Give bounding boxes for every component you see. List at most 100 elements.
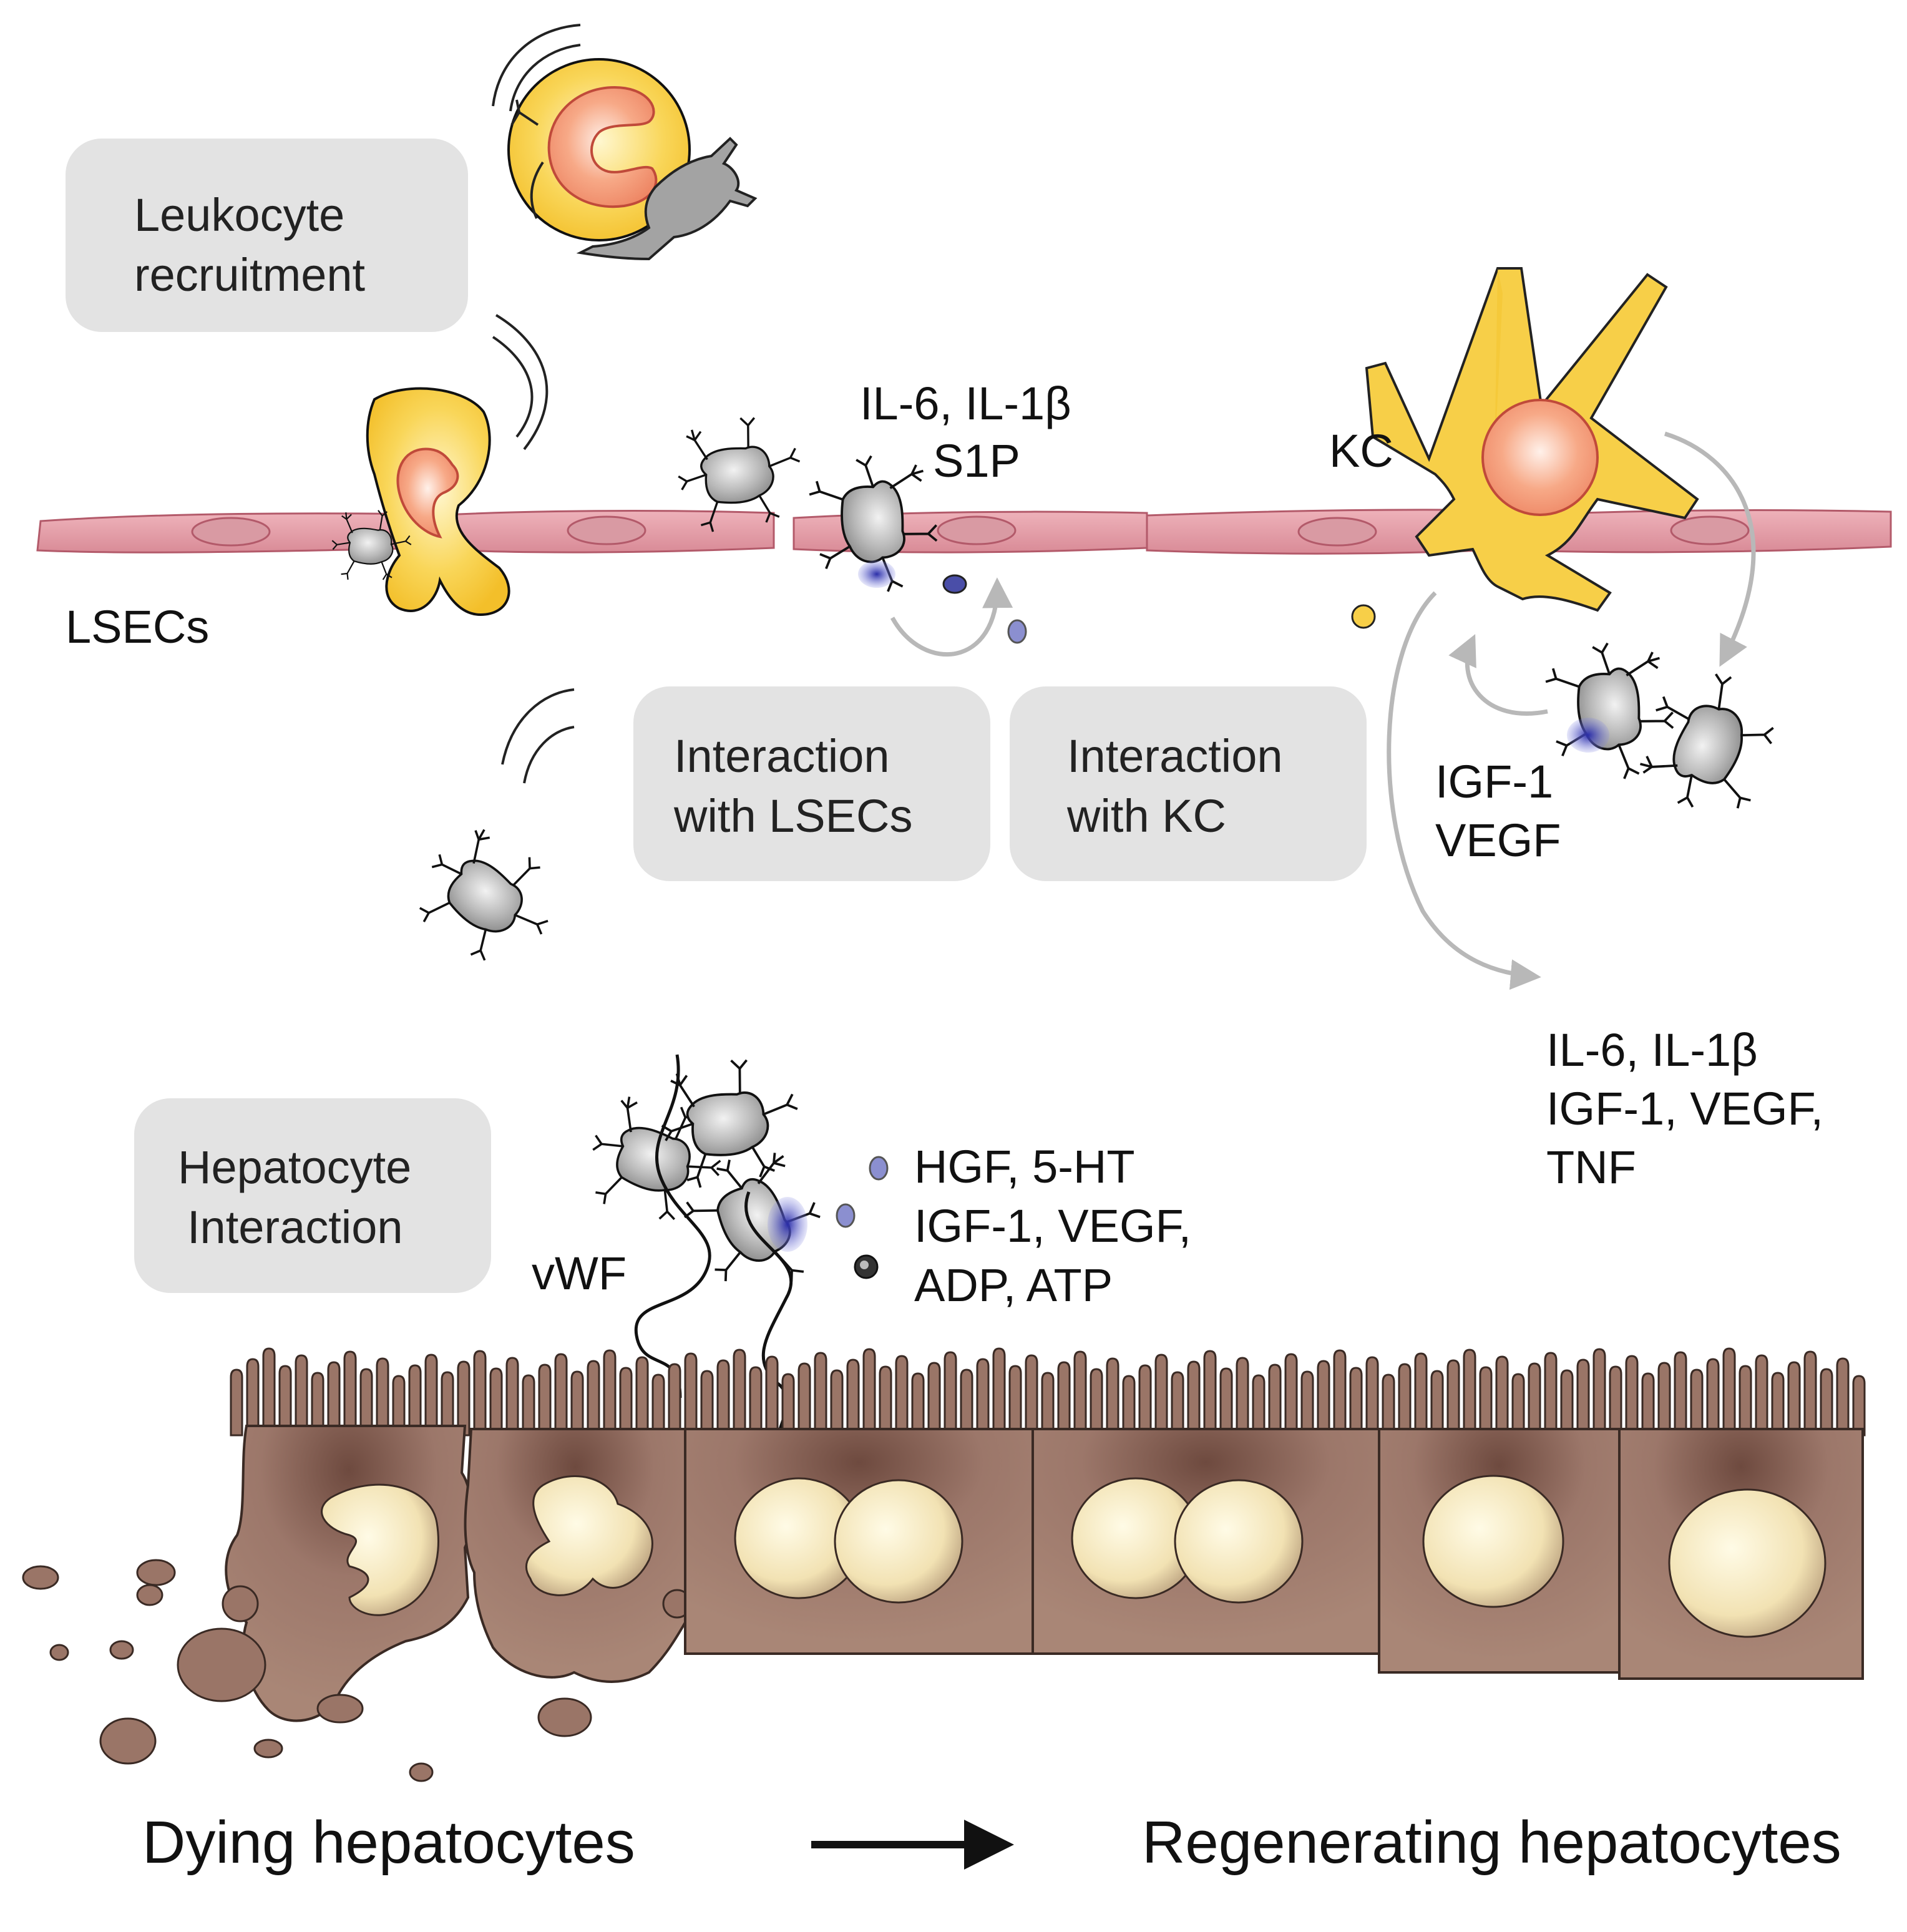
- microvillus: [441, 1371, 454, 1437]
- nucleus: [1668, 1488, 1827, 1638]
- hepatocyte-mediators: [836, 1156, 889, 1279]
- nucleus: [834, 1479, 963, 1604]
- microvillus: [619, 1367, 633, 1437]
- microvillus: [749, 1366, 763, 1437]
- label-adp-atp: ADP, ATP: [914, 1259, 1113, 1311]
- microvillus: [1463, 1349, 1476, 1437]
- microvillus: [1771, 1372, 1785, 1437]
- microvillus: [343, 1350, 357, 1437]
- granule-release: [858, 560, 895, 588]
- microvillus: [1836, 1357, 1850, 1437]
- microvillus: [716, 1359, 730, 1437]
- microvillus: [1349, 1367, 1363, 1437]
- mediator-dot: [942, 574, 967, 594]
- kc-mediator-dot: [1351, 604, 1376, 629]
- microvillus: [587, 1360, 600, 1437]
- dying-nucleus: [321, 1483, 439, 1616]
- microvillus: [1138, 1364, 1152, 1437]
- microvillus: [424, 1354, 438, 1437]
- microvillus: [1414, 1352, 1428, 1437]
- microvillus: [1382, 1373, 1395, 1437]
- microvillus: [862, 1348, 876, 1437]
- microvillus: [1025, 1354, 1038, 1437]
- microvillus: [1739, 1365, 1752, 1437]
- microvillus: [814, 1352, 827, 1437]
- leukocyte-rolling: [507, 58, 758, 261]
- box-text-line1: Interaction: [674, 730, 890, 782]
- microvillus: [246, 1358, 260, 1437]
- microvillus: [1787, 1361, 1801, 1437]
- microvillus: [1317, 1360, 1330, 1437]
- microvillus: [944, 1351, 957, 1437]
- motion-lines-top: [492, 24, 581, 451]
- microvillus: [1560, 1369, 1574, 1437]
- platelets-kc-interaction: [1387, 431, 1790, 990]
- box-text-line1: Leukocyte: [134, 189, 344, 241]
- platelets-lsec-interaction: [669, 408, 1027, 657]
- platelet-feedback-arrow: [1448, 634, 1548, 716]
- box-text-line1: Hepatocyte: [178, 1141, 411, 1193]
- microvillus: [976, 1358, 990, 1437]
- label-dying-hepatocytes: Dying hepatocytes: [142, 1809, 635, 1876]
- microvillus: [879, 1365, 892, 1437]
- microvillus: [1430, 1370, 1444, 1437]
- microvillus: [1820, 1368, 1833, 1437]
- microvillus: [1706, 1358, 1720, 1437]
- microvillus: [911, 1372, 925, 1437]
- microvillus: [1852, 1375, 1866, 1437]
- box-text-line2: recruitment: [134, 249, 366, 301]
- microvillus: [684, 1352, 698, 1437]
- microvillus: [295, 1354, 308, 1437]
- microvillus: [262, 1347, 276, 1437]
- microvillus: [781, 1373, 795, 1437]
- motion-lines-middle: [501, 688, 575, 784]
- microvillus: [1755, 1354, 1768, 1437]
- microvillus: [1041, 1372, 1055, 1437]
- microvillus: [1268, 1364, 1282, 1437]
- microvillus: [1528, 1362, 1541, 1437]
- microvillus: [1106, 1357, 1119, 1437]
- nucleus: [1174, 1479, 1304, 1604]
- platelet-free: [401, 812, 575, 982]
- microvillus: [489, 1367, 503, 1437]
- label-igf1: IGF-1: [1435, 756, 1553, 807]
- microvillus: [1544, 1352, 1558, 1437]
- granule-release: [768, 1197, 807, 1252]
- microvillus: [668, 1363, 681, 1437]
- microvillus: [311, 1372, 324, 1437]
- label-right-line3: TNF: [1546, 1141, 1636, 1193]
- microvillus: [765, 1355, 779, 1437]
- microvillus: [895, 1355, 909, 1437]
- microvillus: [1073, 1350, 1087, 1437]
- microvillus: [1495, 1355, 1509, 1437]
- box-text-line2: Interaction: [187, 1201, 403, 1253]
- vwf-strand: [634, 1054, 711, 1398]
- microvillus: [1722, 1347, 1736, 1437]
- microvillus: [1284, 1353, 1298, 1437]
- granule-release: [1567, 718, 1609, 753]
- microvillus: [1641, 1372, 1655, 1437]
- leukocyte-transmigrating: [331, 387, 510, 617]
- microvillus: [392, 1375, 406, 1437]
- microvillus: [1365, 1356, 1379, 1437]
- dying-nucleus: [525, 1475, 653, 1596]
- microvillus: [1252, 1374, 1266, 1437]
- microvillus: [846, 1359, 860, 1437]
- interaction-lsecs-box: Interaction with LSECs: [633, 686, 990, 881]
- box-text-line2: with LSECs: [673, 790, 912, 842]
- microvillus: [797, 1362, 811, 1437]
- microvillus: [1236, 1357, 1249, 1437]
- label-s1p: S1P: [933, 435, 1020, 487]
- microvillus: [830, 1369, 844, 1437]
- microvillus: [1398, 1363, 1412, 1437]
- box-bg: [1010, 686, 1367, 881]
- feedback-arrow: [890, 577, 1013, 657]
- microvillus: [278, 1365, 292, 1437]
- microvillus: [733, 1349, 746, 1437]
- microvillus: [1171, 1371, 1184, 1437]
- microvillus: [635, 1356, 649, 1437]
- microvillus: [1090, 1368, 1103, 1437]
- box-text-line2: with KC: [1066, 790, 1226, 842]
- cell-debris: [22, 1559, 692, 1782]
